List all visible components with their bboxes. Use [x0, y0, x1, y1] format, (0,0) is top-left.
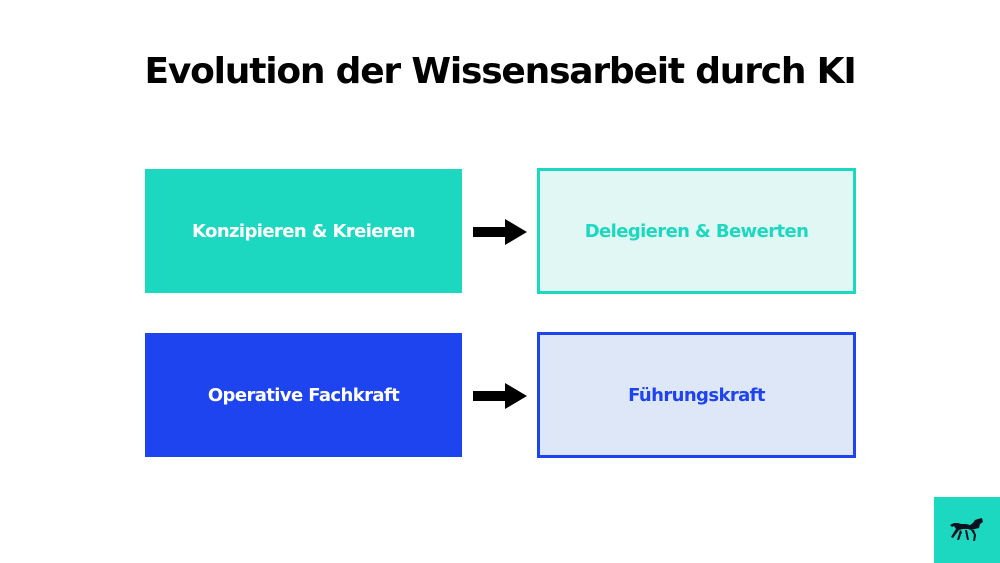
- right-arrow-icon: [473, 219, 527, 245]
- box-delegieren-bewerten: Delegieren & Bewerten: [537, 168, 856, 294]
- box-konzipieren-kreieren: Konzipieren & Kreieren: [145, 169, 462, 293]
- box-fuehrungskraft: Führungskraft: [537, 332, 856, 458]
- box-label: Operative Fachkraft: [207, 384, 400, 406]
- right-arrow-icon: [473, 383, 527, 409]
- box-label: Führungskraft: [628, 384, 765, 406]
- horse-icon: [950, 518, 983, 541]
- slide-title: Evolution der Wissensarbeit durch KI: [144, 51, 856, 92]
- brand-logo: [934, 497, 1000, 563]
- box-label: Delegieren & Bewerten: [584, 220, 809, 242]
- box-label: Konzipieren & Kreieren: [192, 220, 416, 242]
- box-operative-fachkraft: Operative Fachkraft: [145, 333, 462, 457]
